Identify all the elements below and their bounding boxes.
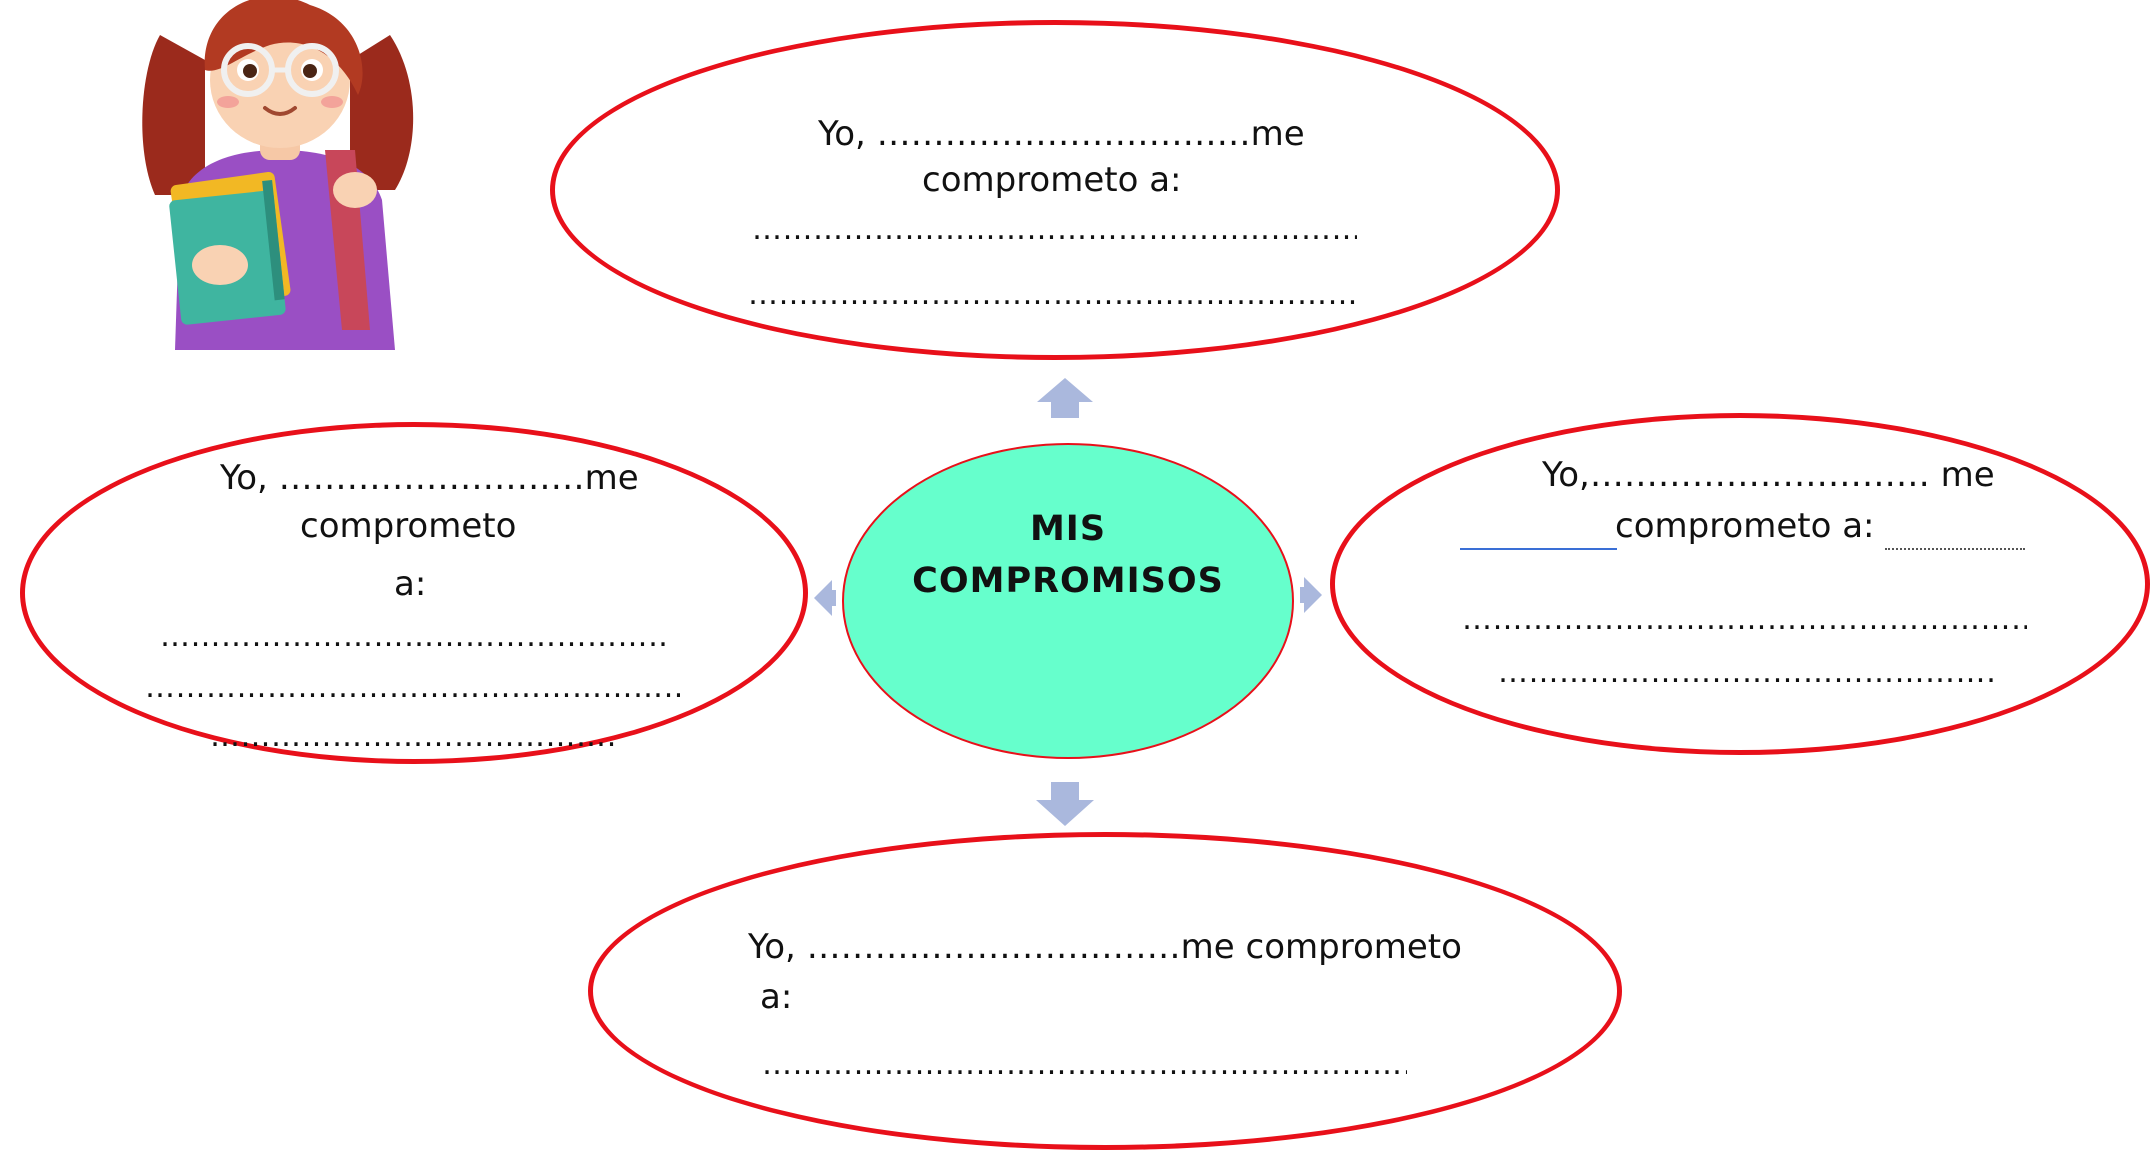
left-bubble-blank-1[interactable]: ………………………………………………… xyxy=(160,622,665,652)
top-bubble-blank-1[interactable]: ……………………………………………………… xyxy=(752,215,1357,245)
center-title-line-1: MIS xyxy=(1029,509,1107,549)
right-bubble-blank-2[interactable]: ………………………………………………… xyxy=(1498,658,1994,688)
left-bubble-blank-2[interactable]: …………………………………………………… xyxy=(145,673,680,703)
top-bubble-line-2: comprometo a: xyxy=(922,160,1182,200)
left-bubble-line-3: a: xyxy=(394,564,427,604)
bottom-bubble-line-1: Yo, ……………………………me comprometo xyxy=(748,927,1462,967)
top-commitment-bubble xyxy=(550,20,1560,360)
bottom-bubble-blank-1[interactable]: ………………………………………………………… xyxy=(762,1050,1407,1080)
center-title-line-2: COMPROMISOS xyxy=(912,561,1224,601)
arrow-left-icon xyxy=(814,580,836,616)
left-bubble-line-1: Yo, ………………………me xyxy=(220,458,639,498)
right-bubble-name-underline[interactable] xyxy=(1460,548,1617,550)
top-bubble-line-1: Yo, ……………………………me xyxy=(818,114,1305,154)
arrow-up-icon xyxy=(1037,378,1093,418)
left-commitment-bubble xyxy=(20,422,808,764)
arrow-right-icon xyxy=(1300,577,1322,613)
center-title: MIS COMPROMISOS xyxy=(912,503,1224,607)
bottom-bubble-line-2: a: xyxy=(760,977,793,1017)
right-bubble-trailing-blank[interactable] xyxy=(1885,548,2025,550)
center-node: MIS COMPROMISOS xyxy=(842,443,1294,759)
left-bubble-blank-3[interactable]: …………………………………… xyxy=(210,722,615,752)
right-commitment-bubble xyxy=(1330,413,2150,755)
left-bubble-line-2: comprometo xyxy=(300,506,517,546)
arrow-down-icon xyxy=(1036,782,1094,826)
right-bubble-line-2: comprometo a: xyxy=(1615,506,1875,546)
top-bubble-blank-2[interactable]: ……………………………………………………… xyxy=(748,280,1360,310)
right-bubble-line-1: Yo,………………………… me xyxy=(1542,455,1995,495)
bottom-commitment-bubble xyxy=(588,832,1622,1150)
student-girl-with-books-icon xyxy=(142,0,414,350)
right-bubble-blank-1[interactable]: ………………………………………………………… xyxy=(1462,605,2027,635)
